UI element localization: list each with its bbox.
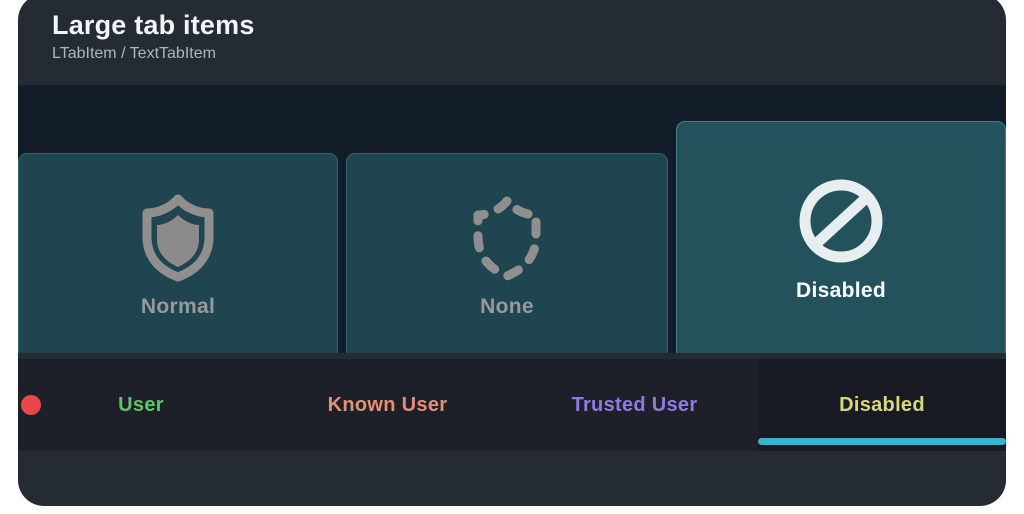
large-tab-panel: Normal None Disabled: [18, 85, 1006, 353]
text-tab-label: Trusted User: [571, 394, 698, 416]
text-tab-label: Disabled: [839, 394, 925, 416]
status-dot-icon: [21, 395, 41, 415]
text-tab-disabled[interactable]: Disabled: [758, 359, 1006, 451]
text-tab-user[interactable]: User: [18, 359, 264, 451]
text-tab-selected-indicator: [758, 438, 1006, 445]
large-tab-label: Normal: [140, 294, 216, 318]
page-title: Large tab items: [52, 10, 255, 40]
text-tab-known-user[interactable]: Known User: [264, 359, 511, 451]
large-tab-label: Disabled: [796, 278, 886, 302]
text-tab-trusted-user[interactable]: Trusted User: [511, 359, 758, 451]
text-tab-selected-background: [758, 359, 1006, 451]
text-tab-row: User Known User Trusted User Disabled: [18, 359, 1006, 451]
large-tab-normal[interactable]: Normal: [18, 153, 338, 353]
text-tab-bar: User Known User Trusted User Disabled: [18, 359, 1006, 451]
shield-dashed-icon: [459, 189, 555, 285]
large-tab-strip: Normal None Disabled: [18, 121, 1006, 353]
block-icon: [793, 173, 889, 269]
large-tab-none[interactable]: None: [346, 153, 668, 353]
large-tab-label: None: [480, 294, 534, 318]
card-header: Large tab items LTabItem / TextTabItem: [18, 0, 1006, 85]
shield-filled-icon: [130, 189, 226, 285]
demo-card: Large tab items LTabItem / TextTabItem N…: [18, 0, 1006, 506]
text-tab-label: User: [118, 394, 164, 416]
large-tab-disabled[interactable]: Disabled: [676, 121, 1006, 353]
text-tab-bar-background: [18, 359, 758, 451]
text-tab-label: Known User: [327, 394, 448, 416]
page-subtitle: LTabItem / TextTabItem: [52, 45, 216, 62]
